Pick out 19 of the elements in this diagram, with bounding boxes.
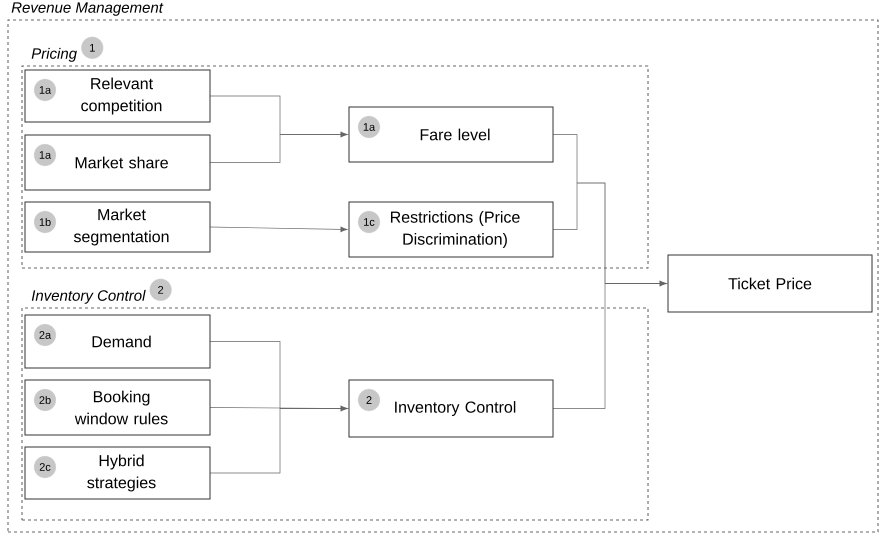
arrow <box>553 280 666 409</box>
group-heading: Revenue Management <box>12 2 164 16</box>
number-badge: 1a <box>358 116 380 138</box>
group-heading: Inventory Control <box>32 290 146 304</box>
number-badge: 1 <box>81 36 104 60</box>
arrow <box>210 132 348 163</box>
process-box: Ticket Price <box>668 254 873 312</box>
number-badge: 2b <box>34 388 56 412</box>
number-badge: 1a <box>34 144 56 166</box>
number-badge: 1c <box>358 210 380 234</box>
number-badge: 2c <box>34 456 56 478</box>
number-badge: 2a <box>34 324 56 346</box>
number-badge: 2 <box>358 388 380 412</box>
group-heading: Pricing <box>32 48 77 62</box>
arrow <box>210 406 348 474</box>
number-badge: 1b <box>34 210 56 234</box>
arrow <box>210 226 348 232</box>
number-badge: 2 <box>149 278 172 301</box>
number-badge: 1a <box>34 78 56 102</box>
